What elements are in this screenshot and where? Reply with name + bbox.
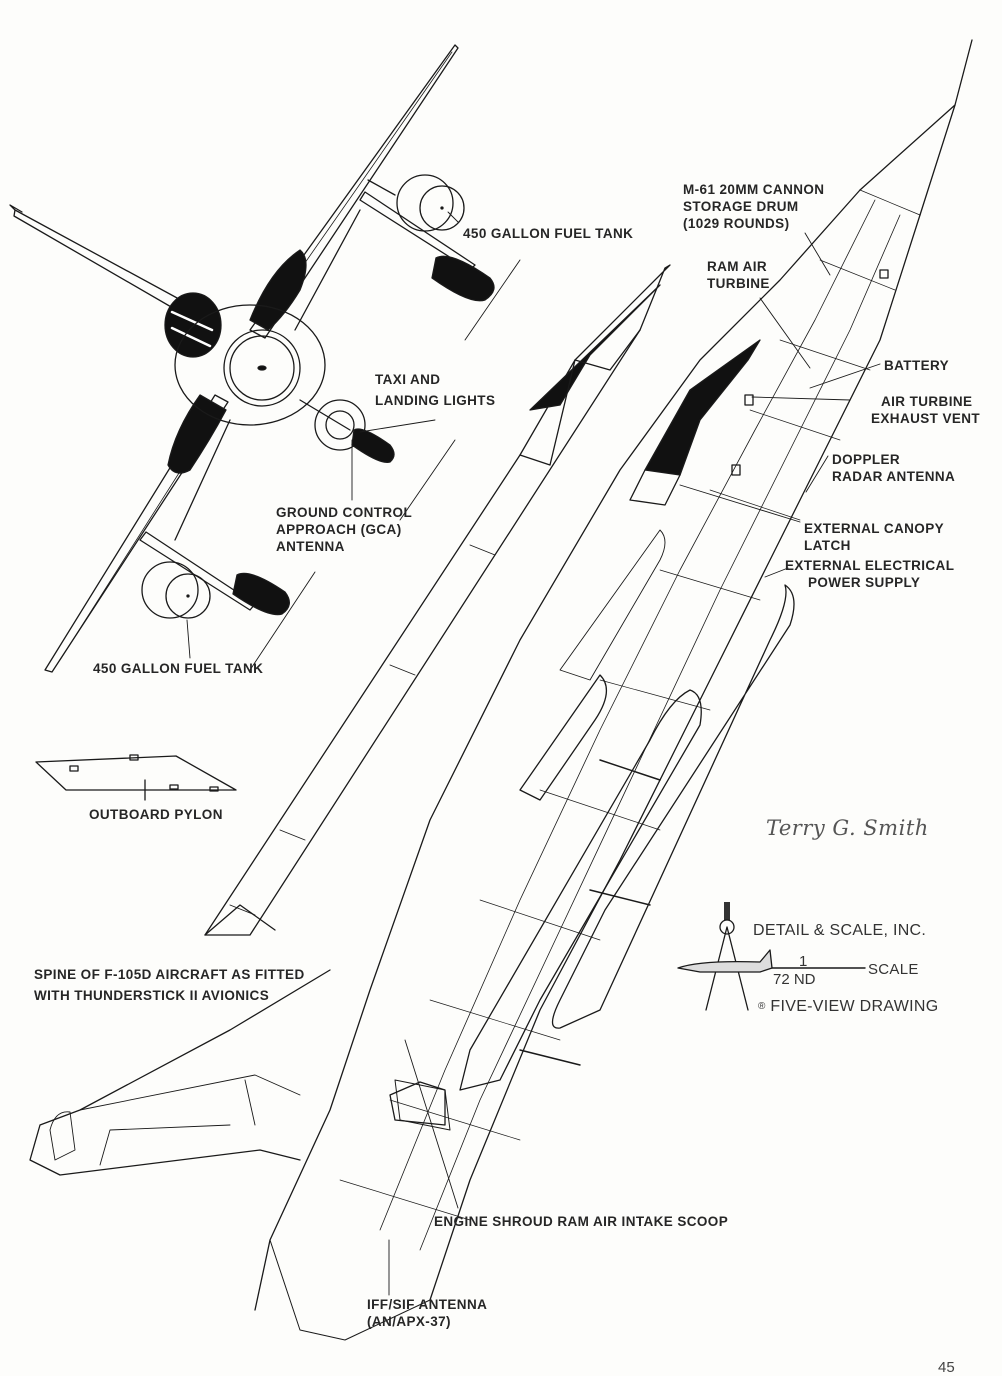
label-outboard-pylon: OUTBOARD PYLON — [89, 807, 223, 822]
label-gca-antenna: GROUND CONTROL APPROACH (GCA) ANTENNA — [276, 504, 412, 555]
label-line: IFF/SIF ANTENNA — [367, 1297, 488, 1312]
front-view-upper-intake — [249, 249, 307, 331]
label-doppler-radar-antenna: DOPPLER RADAR ANTENNA — [832, 451, 955, 485]
gca-disc — [314, 399, 366, 451]
label-air-turbine-exhaust-vent: AIR TURBINE EXHAUST VENT — [853, 393, 980, 427]
label-line: ANTENNA — [276, 539, 345, 554]
front-view-lower-intake — [167, 394, 227, 474]
front-view-nose-wheel — [351, 428, 395, 464]
label-fuel-tank-lower: 450 GALLON FUEL TANK — [93, 661, 264, 676]
outboard-pylon-drawing — [35, 754, 237, 801]
front-view-stabilizer — [13, 209, 191, 316]
centerline-fuel-tank — [551, 584, 795, 1029]
label-line: WITH THUNDERSTICK II AVIONICS — [34, 988, 270, 1003]
registered-mark: ® — [758, 1001, 766, 1012]
engine-scoop — [389, 1081, 446, 1126]
front-view-lower-wheel — [232, 572, 290, 616]
inboard-fuel-tank — [459, 689, 702, 1091]
label-cannon-drum: M-61 20MM CANNON STORAGE DRUM (1029 ROUN… — [683, 181, 824, 232]
pitot-probe — [954, 39, 973, 106]
front-view-aircraft — [9, 44, 521, 673]
label-line: RAM AIR — [707, 259, 768, 274]
leader-lines — [186, 211, 881, 1296]
label-battery: BATTERY — [884, 358, 950, 373]
five-view-drawing-label: ® FIVE-VIEW DRAWING — [758, 998, 938, 1015]
label-iff-sif-antenna: IFF/SIF ANTENNA (AN/APX-37) — [367, 1296, 487, 1330]
front-view-fuselage — [174, 304, 326, 426]
label-ram-air-turbine: RAM AIR TURBINE — [707, 258, 770, 292]
nose-cone — [859, 104, 956, 216]
label-line: LANDING LIGHTS — [375, 393, 496, 408]
publisher-logo — [677, 902, 866, 1011]
scale-label: SCALE — [868, 961, 919, 978]
label-engine-shroud-scoop: ENGINE SHROUD RAM AIR INTAKE SCOOP — [434, 1214, 729, 1229]
label-external-canopy-latch: EXTERNAL CANOPY LATCH — [804, 520, 944, 554]
front-view-right-wing — [249, 44, 459, 339]
front-view-left-wing — [44, 394, 229, 673]
front-view-lower-fuel-tank — [141, 561, 199, 619]
label-line: TURBINE — [707, 276, 770, 291]
scale-numerator: 1 — [799, 953, 808, 970]
label-line: (1029 ROUNDS) — [683, 216, 790, 231]
intake-fairing — [519, 674, 607, 801]
scale-denominator: 72 ND — [773, 971, 816, 988]
label-taxi-landing-lights: TAXI AND LANDING LIGHTS — [375, 371, 495, 409]
left-wing — [29, 969, 331, 1176]
drawing-type: FIVE-VIEW DRAWING — [770, 998, 939, 1015]
label-line: EXHAUST VENT — [871, 411, 981, 426]
label-line: LATCH — [804, 538, 851, 553]
label-spine-caption: SPINE OF F-105D AIRCRAFT AS FITTED WITH … — [34, 966, 305, 1004]
label-line: DOPPLER — [832, 452, 901, 467]
label-line: (AN/APX-37) — [367, 1314, 451, 1329]
label-line: GROUND CONTROL — [276, 505, 413, 520]
front-view-upper-wheel — [431, 255, 495, 302]
publisher-name: DETAIL & SCALE, INC. — [753, 922, 927, 939]
front-view-upper-fuel-tank — [396, 174, 454, 232]
label-line: EXTERNAL CANOPY — [804, 521, 945, 536]
front-view-exhaust — [229, 335, 295, 401]
label-line: AIR TURBINE — [881, 394, 973, 409]
canopy — [644, 339, 761, 476]
spine-drawing — [204, 264, 671, 936]
label-line: SPINE OF F-105D AIRCRAFT AS FITTED — [34, 967, 305, 982]
label-external-electrical-power: EXTERNAL ELECTRICAL POWER SUPPLY — [785, 557, 954, 591]
underside-view-aircraft — [29, 39, 973, 1341]
label-line: APPROACH (GCA) — [276, 522, 402, 537]
artist-signature: Terry G. Smith — [766, 816, 929, 840]
label-fuel-tank-upper: 450 GALLON FUEL TANK — [463, 226, 634, 241]
label-line: POWER SUPPLY — [808, 575, 921, 590]
label-line: STORAGE DRUM — [683, 199, 799, 214]
page-number: 45 — [938, 1359, 955, 1376]
label-line: TAXI AND — [375, 372, 441, 387]
front-view-canopy — [164, 292, 222, 358]
label-line: RADAR ANTENNA — [832, 469, 956, 484]
label-line: M-61 20MM CANNON — [683, 182, 825, 197]
label-line: EXTERNAL ELECTRICAL — [785, 558, 955, 573]
